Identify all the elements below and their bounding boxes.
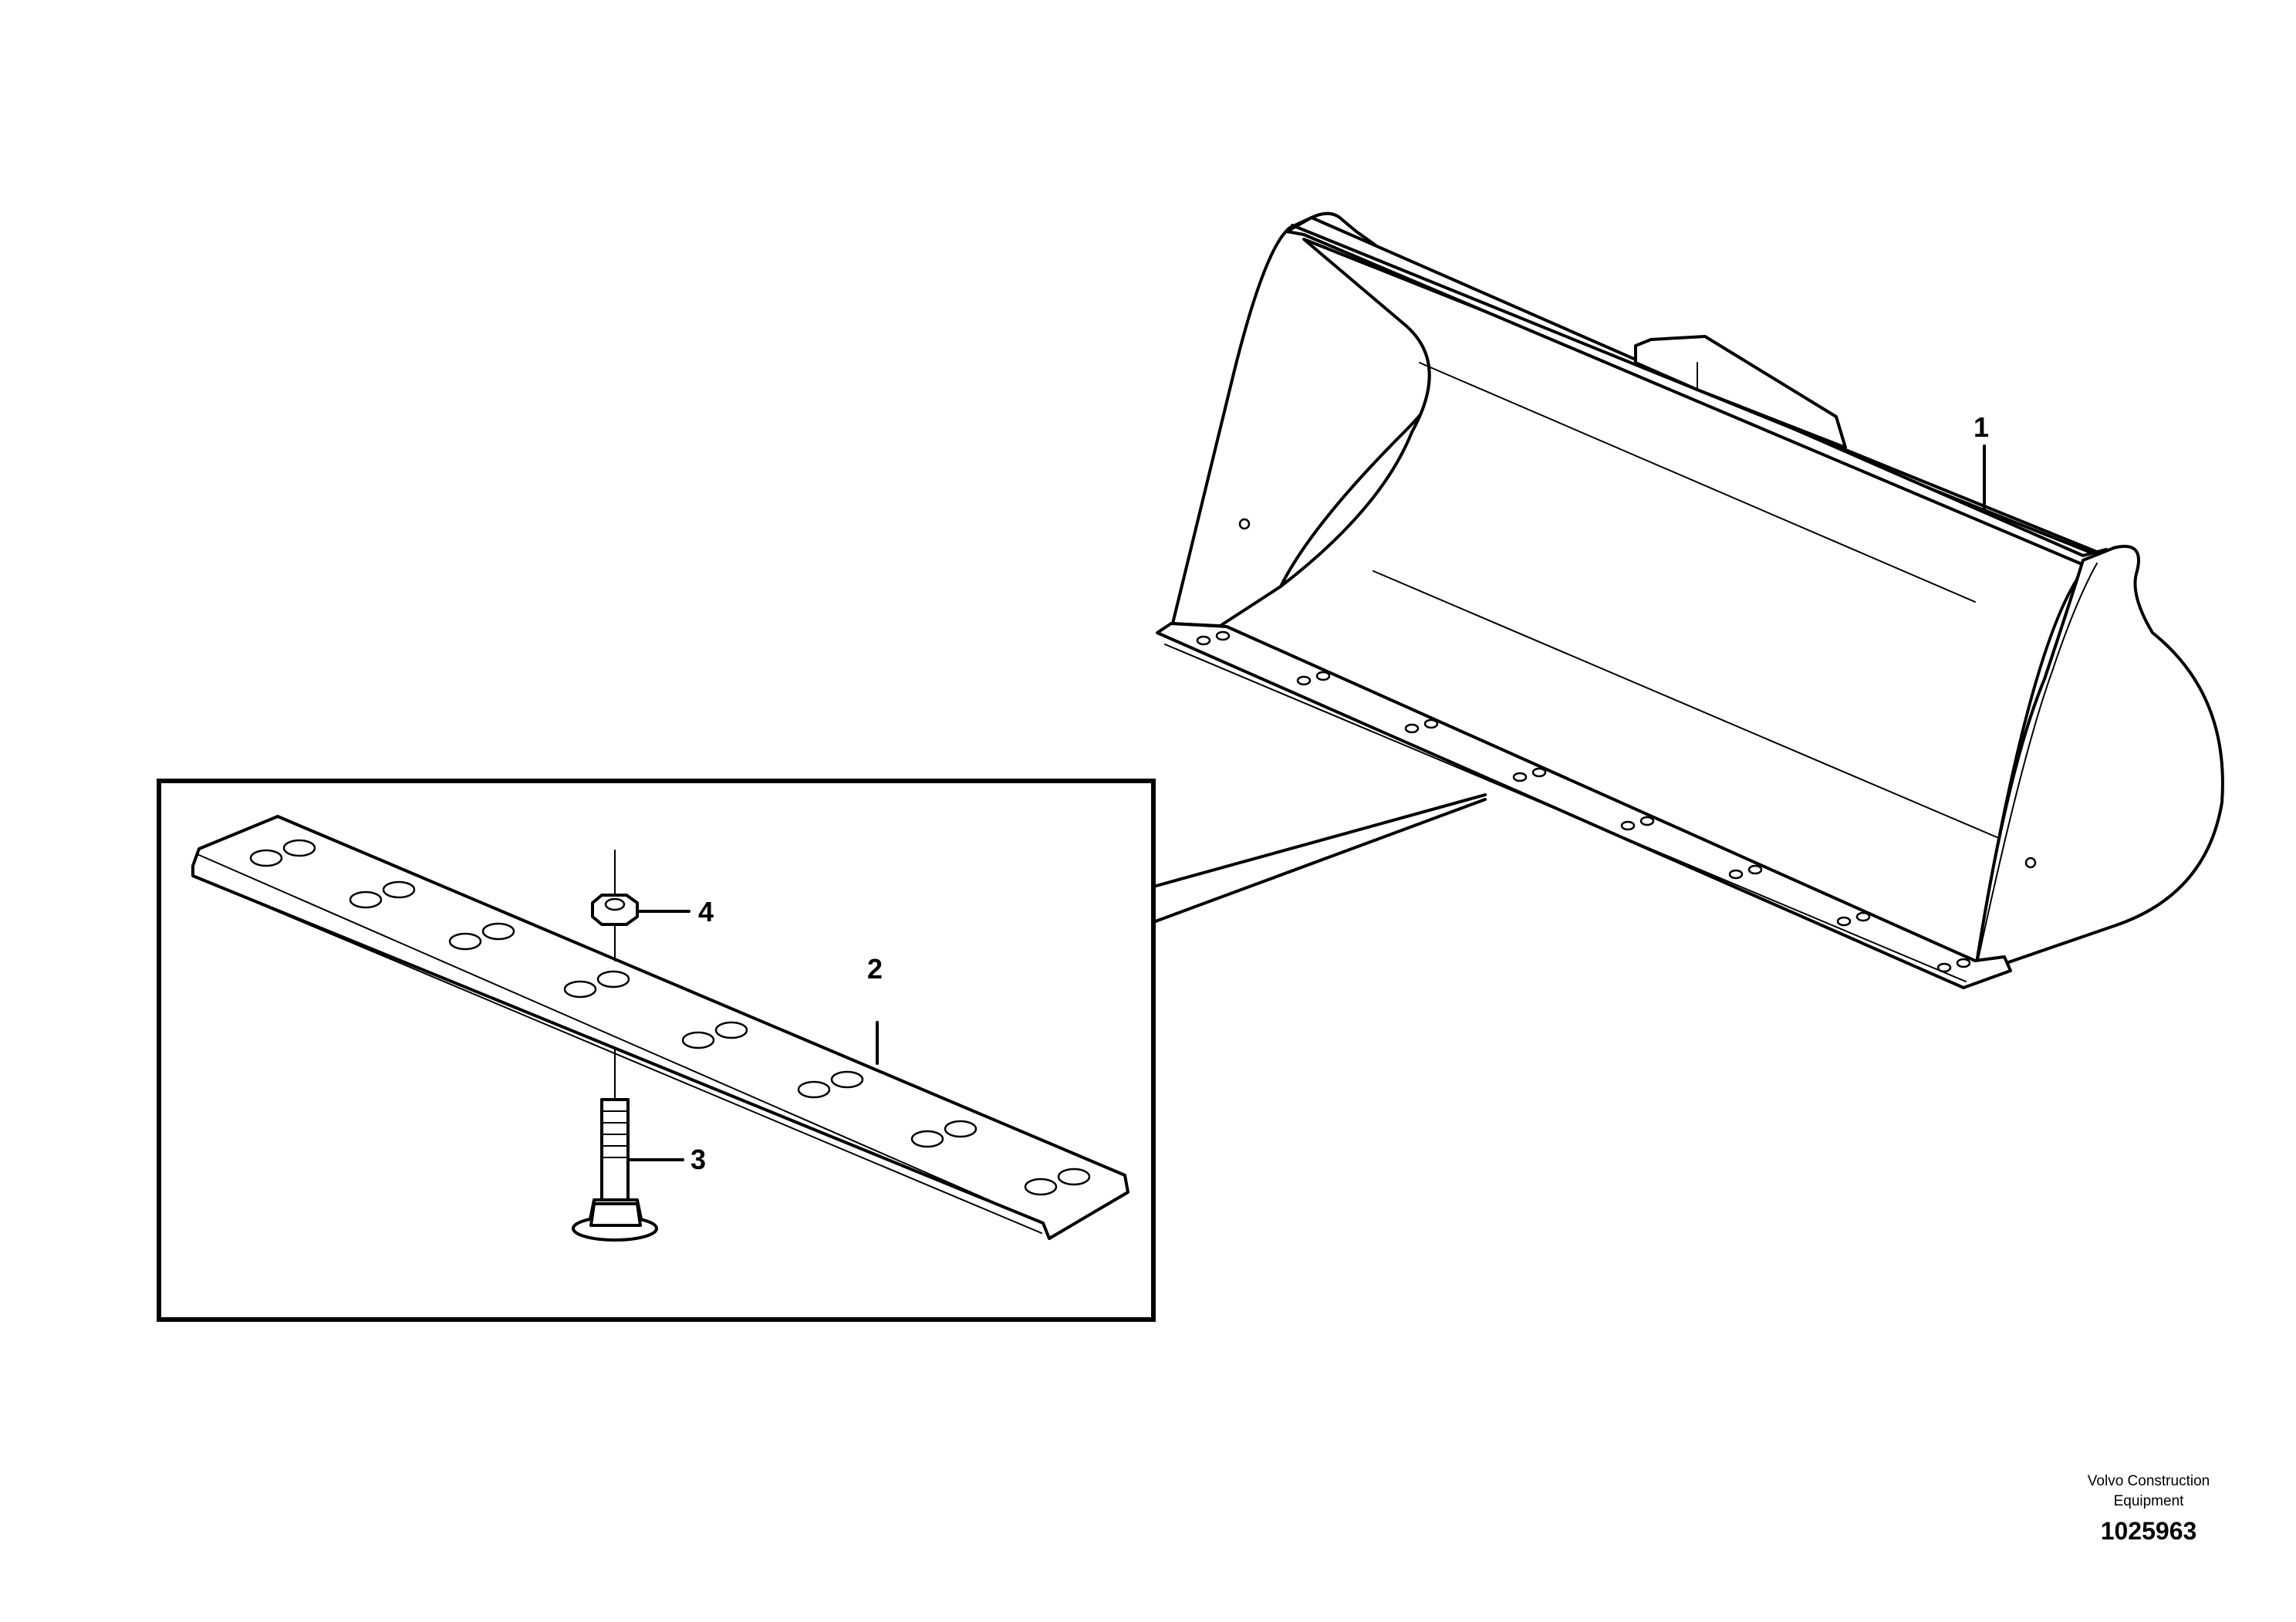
maker-credit-line-1: Volvo Construction xyxy=(2088,1473,2210,1489)
maker-credit-line-2: Equipment xyxy=(2114,1493,2185,1509)
callout-1: 1 xyxy=(1974,411,1989,443)
callout-2: 2 xyxy=(867,953,883,985)
bolt-illustration xyxy=(572,1049,684,1242)
nut-illustration xyxy=(591,850,690,961)
cutting-edge-illustration xyxy=(191,815,1129,1240)
callout-4: 4 xyxy=(698,896,714,928)
cutting-edge-slots xyxy=(249,839,1091,1196)
cutting-edge-bolt-holes xyxy=(1196,630,1971,973)
figure-number: 1025963 xyxy=(2101,1517,2197,1545)
detail-view-frame xyxy=(157,779,1487,1322)
bucket-illustration xyxy=(1156,211,2224,989)
callout-3: 3 xyxy=(690,1144,706,1175)
